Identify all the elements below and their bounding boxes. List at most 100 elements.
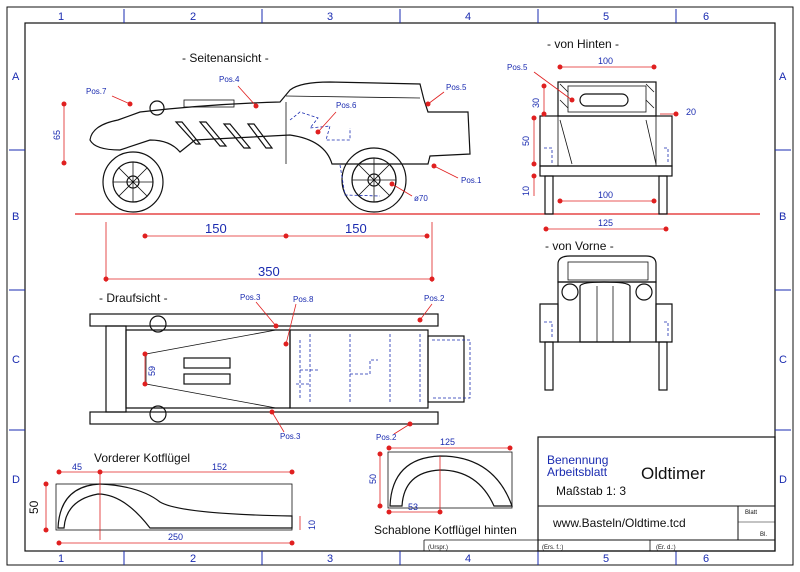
rear-window-frame: [567, 85, 647, 113]
title-urspr: (Urspr.): [428, 545, 448, 551]
rear-view-title: - von Hinten -: [547, 37, 619, 51]
ruler-ticks: [9, 9, 791, 565]
side-rear-wheel-spokes: [352, 158, 396, 202]
front-view-title: - von Vorne -: [545, 239, 614, 253]
rear-template-box: [387, 451, 513, 509]
rear-fender-template: 125 50 53 Schablone Kotflügel hinten: [368, 437, 517, 537]
dim-template-125: 125: [440, 437, 455, 447]
col-label-top-2: 2: [190, 11, 196, 23]
dim-side-height: 65: [52, 130, 62, 140]
row-label-left-A: A: [12, 71, 20, 83]
side-hidden-axle: [339, 164, 381, 197]
label-pos3-top: Pos.3: [240, 293, 261, 302]
top-hidden-lines: [296, 334, 421, 404]
label-pos2-bottom: Pos.2: [376, 433, 397, 442]
rear-hidden-lines: [544, 147, 669, 164]
col-label-top-5: 5: [603, 11, 609, 23]
dim-top-59: 59: [147, 366, 157, 376]
side-front-wheel-spokes: [113, 162, 153, 202]
rear-left-wheel: [544, 175, 554, 215]
top-slot-1: [183, 357, 231, 369]
rear-window-slot: [579, 93, 629, 107]
front-body: [557, 281, 657, 343]
top-left-running-board: [89, 313, 439, 327]
top-view-title: - Draufsicht -: [99, 291, 168, 305]
dim-rear-20: 20: [686, 107, 696, 117]
col-label-bottom-6: 6: [703, 553, 709, 565]
front-fender-shape: [57, 483, 293, 529]
dim-fender-45: 45: [72, 462, 82, 472]
top-slot-2: [183, 373, 231, 385]
top-trunk: [427, 335, 465, 403]
side-roof-line: [285, 95, 421, 99]
front-fenders: [539, 303, 673, 343]
title-scale: Maßstab 1: 3: [556, 484, 626, 498]
dim-rear-10: 10: [521, 186, 531, 196]
front-hidden-lines: [544, 321, 669, 338]
col-label-top-6: 6: [703, 11, 709, 23]
side-front-wheel-outer: [102, 151, 164, 213]
front-view: - von Vorne -: [539, 239, 673, 391]
rear-template-shape: [389, 455, 513, 507]
row-label-left-C: C: [12, 354, 20, 366]
front-fender-detail: Vorderer Kotflügel 45 152 50 250 10: [27, 451, 317, 546]
row-label-right-D: D: [779, 474, 787, 486]
top-hidden-trunk: [432, 339, 471, 399]
title-ers-f: (Ers. f.:): [542, 545, 563, 551]
label-pos5-rear: Pos.5: [507, 63, 528, 72]
dim-fender-50: 50: [27, 500, 41, 514]
dim-rear-100-top: 100: [598, 56, 613, 66]
top-view: - Draufsicht - 59 Pos.3 Pos.8 Pos.2 Pos.…: [89, 291, 471, 442]
label-pos1: Pos.1: [461, 176, 482, 185]
side-length-dimensions: 150 150 350: [103, 221, 435, 282]
front-left-wheel: [544, 341, 554, 391]
dim-150-left: 150: [205, 221, 227, 236]
title-ers-d: (Er. d.:): [656, 545, 676, 551]
dim-150-right: 150: [345, 221, 367, 236]
dim-rear-50: 50: [521, 136, 531, 146]
title-block: Benennung Arbeitsblatt Oldtimer Maßstab …: [423, 436, 776, 552]
label-pos3-bottom: Pos.3: [280, 432, 301, 441]
label-pos6: Pos.6: [336, 101, 357, 110]
row-label-right-B: B: [779, 211, 786, 223]
top-right-lamp: [149, 405, 167, 423]
rear-right-wheel: [658, 175, 668, 215]
col-label-bottom-4: 4: [465, 553, 471, 565]
side-hidden-seat: [289, 111, 351, 141]
label-pos5: Pos.5: [446, 83, 467, 92]
title-main: Oldtimer: [641, 464, 706, 483]
front-roof: [557, 255, 657, 283]
label-pos8: Pos.8: [293, 295, 314, 304]
rear-hatching: [559, 83, 657, 165]
front-fender-box: [55, 483, 293, 531]
front-fender-title: Vorderer Kotflügel: [94, 451, 190, 465]
front-left-headlamp: [561, 283, 579, 301]
dim-fender-10: 10: [307, 520, 317, 530]
front-grille: [579, 281, 631, 343]
row-label-right-A: A: [779, 71, 787, 83]
front-right-headlamp: [635, 283, 653, 301]
dim-350: 350: [258, 264, 280, 279]
label-pos7: Pos.7: [86, 87, 107, 96]
front-windshield: [567, 261, 649, 281]
title-arbeitsblatt: Arbeitsblatt: [547, 465, 608, 479]
dim-template-50: 50: [368, 474, 378, 484]
col-label-top-3: 3: [327, 11, 333, 23]
title-blatt: Blatt: [745, 510, 757, 516]
dim-rear-125: 125: [598, 218, 613, 228]
rear-template-title: Schablone Kotflügel hinten: [374, 523, 517, 537]
top-front-bumper: [105, 325, 127, 413]
rear-bumper: [539, 165, 673, 177]
side-rear-wheel-outer: [341, 147, 407, 213]
col-label-bottom-1: 1: [58, 553, 64, 565]
title-bl: Bl.: [760, 532, 767, 538]
top-left-lamp: [149, 315, 167, 333]
side-view: - Seitenansicht - 65 Pos.7 Pos.4 Pos.6: [52, 51, 482, 213]
label-pos2-top: Pos.2: [424, 294, 445, 303]
rear-body: [539, 115, 673, 167]
side-headlamp: [149, 100, 165, 116]
front-right-wheel: [658, 341, 668, 391]
dim-template-53: 53: [408, 502, 418, 512]
dim-rear-100-bottom: 100: [598, 190, 613, 200]
